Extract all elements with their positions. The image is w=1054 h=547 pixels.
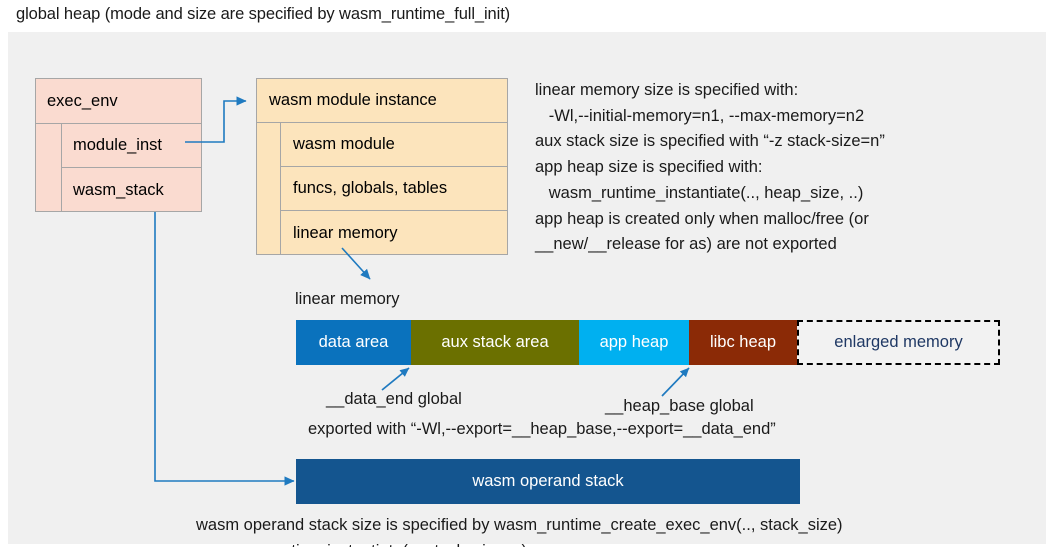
memory-config-notes: linear memory size is specified with: -W… xyxy=(535,78,1035,258)
diagram-canvas: exec_env module_inst wasm_stack wasm mod… xyxy=(8,32,1046,547)
note-line: linear memory size is specified with: xyxy=(535,81,799,99)
wasm-module-instance-field-wasm-module: wasm module xyxy=(281,123,507,167)
label-data-end-global: __data_end global xyxy=(326,390,462,408)
connector-heap-base-pointer xyxy=(661,367,690,397)
page-title: global heap (mode and size are specified… xyxy=(16,5,511,23)
memory-segment-aux-stack-area: aux stack area xyxy=(411,320,579,365)
label-heap-base-global: __heap_base global xyxy=(605,397,754,415)
exec-env-field-module-inst: module_inst xyxy=(62,124,201,168)
note-line: __new/__release for as) are not exported xyxy=(535,235,837,254)
memory-segment-app-heap: app heap xyxy=(579,320,689,365)
wasm-module-instance-field-funcs-globals-tables: funcs, globals, tables xyxy=(281,167,507,211)
note-line: wasm_runtime_instantiate(.., heap_size, … xyxy=(535,183,864,202)
wasm-module-instance-gutter xyxy=(257,123,281,254)
exec-env-gutter xyxy=(36,124,62,211)
wasm-module-instance-box: wasm module instance wasm module funcs, … xyxy=(256,78,508,255)
wasm-operand-stack-bar: wasm operand stack xyxy=(296,459,800,504)
note-line: or wasm_runtine_instantiate(.., stack_si… xyxy=(196,539,843,547)
note-line: app heap is created only when malloc/fre… xyxy=(535,209,869,228)
exec-env-field-wasm-stack: wasm_stack xyxy=(73,180,164,199)
memory-segment-enlarged-memory: enlarged memory xyxy=(797,320,1000,365)
wasm-module-instance-field-linear-memory: linear memory xyxy=(293,223,398,242)
connector-data-end-pointer xyxy=(381,367,410,391)
linear-memory-bar: data area aux stack area app heap libc h… xyxy=(296,320,1000,365)
memory-segment-libc-heap: libc heap xyxy=(689,320,797,365)
note-line: wasm operand stack size is specified by … xyxy=(196,516,843,534)
linear-memory-caption: linear memory xyxy=(295,290,400,308)
wasm-module-instance-header: wasm module instance xyxy=(257,79,507,123)
exec-env-box: exec_env module_inst wasm_stack xyxy=(35,78,202,212)
note-line: aux stack size is specified with “-z sta… xyxy=(535,132,885,151)
label-exported-with: exported with “-Wl,--export=__heap_base,… xyxy=(308,420,776,438)
memory-segment-data-area: data area xyxy=(296,320,411,365)
note-line: -Wl,--initial-memory=n1, --max-memory=n2 xyxy=(535,106,865,125)
note-line: app heap size is specified with: xyxy=(535,158,763,177)
exec-env-header: exec_env xyxy=(36,79,201,124)
operand-stack-note: wasm operand stack size is specified by … xyxy=(196,513,843,547)
